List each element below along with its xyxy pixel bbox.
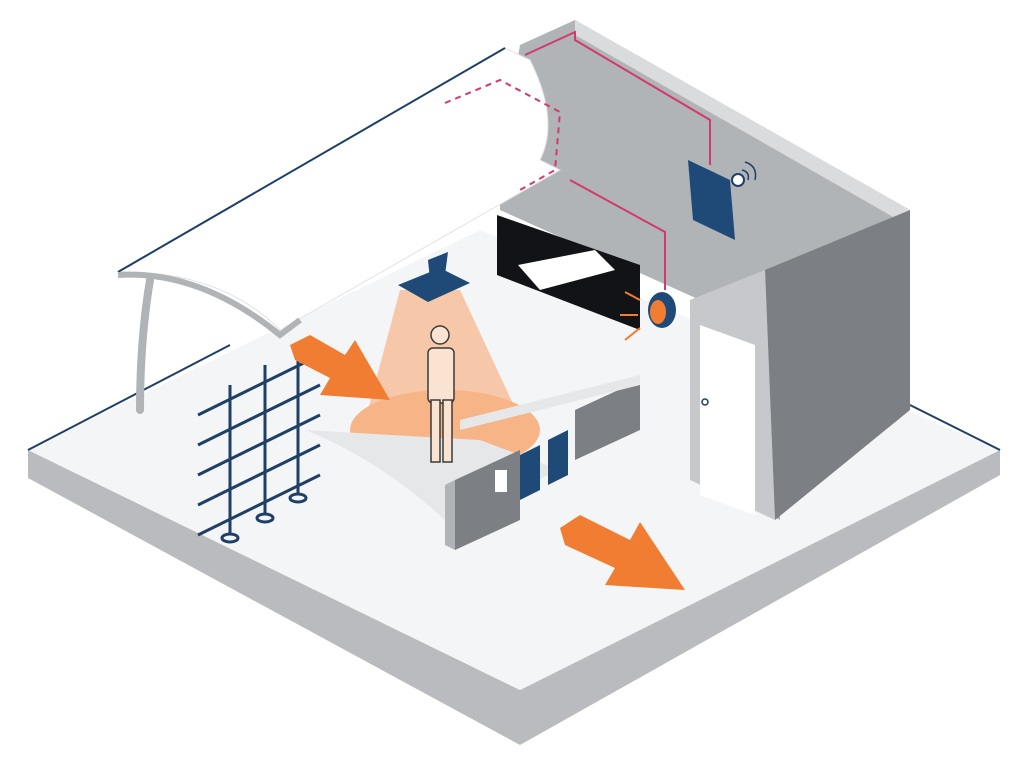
back-wall [500, 20, 910, 520]
turnstile-icon [445, 375, 640, 550]
controller-icon [688, 160, 757, 240]
person-icon [427, 325, 455, 463]
wifi-icon [741, 161, 757, 181]
door [700, 324, 755, 516]
fence [197, 345, 321, 544]
entry-arrow-icon [290, 335, 390, 400]
exit-arrow-icon [560, 515, 685, 590]
wiring [524, 30, 711, 165]
canopy-roof [116, 47, 562, 414]
right-building-block [690, 210, 910, 520]
window [497, 215, 640, 330]
wiring [569, 179, 666, 290]
camera-icon [398, 252, 470, 302]
alarm-light-icon [620, 291, 676, 341]
door-handle-icon [701, 398, 709, 406]
